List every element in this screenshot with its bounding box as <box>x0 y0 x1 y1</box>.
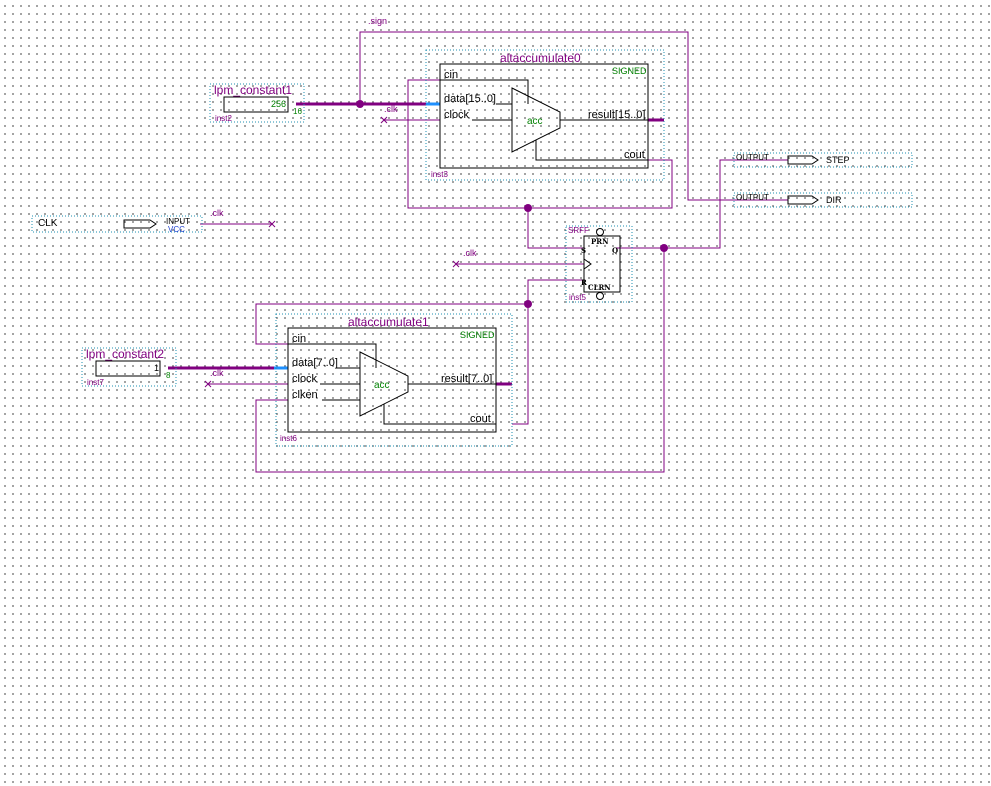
net-label-clk-input: .clk <box>210 208 224 218</box>
lpm-constant2-symbol[interactable]: lpm_constant2 1 8 inst7 <box>81 347 177 387</box>
altaccumulate1-symbol[interactable]: altaccumulate1 SIGNED cin data[7..0] clo… <box>275 313 513 447</box>
altaccumulate0-frame <box>425 49 665 181</box>
net-label-sign: .sign <box>368 16 387 26</box>
lpm-constant2-title: lpm_constant2 <box>86 347 164 361</box>
altaccumulate0-symbol[interactable]: altaccumulate0 SIGNED cin data[15..0] cl… <box>425 49 665 181</box>
srff-clrn-label: CLRN <box>588 283 611 292</box>
wire-to-srff-s <box>527 208 584 249</box>
lpm-constant2-value: 1 <box>154 363 159 373</box>
acc1-port-clken: clken <box>292 389 318 401</box>
altaccumulate0-signed: SIGNED <box>612 66 647 76</box>
altaccumulate1-frame <box>275 313 513 447</box>
acc1-port-clock: clock <box>292 373 318 385</box>
acc1-port-result: result[7..0] <box>441 373 492 385</box>
acc1-core-label: acc <box>374 380 390 391</box>
srff-clock-triangle <box>583 258 592 270</box>
junction-srff-q <box>660 244 668 252</box>
altaccumulate1-signed: SIGNED <box>460 330 495 340</box>
acc1-port-data: data[7..0] <box>292 357 338 369</box>
lpm-constant2-width: 8 <box>166 371 171 380</box>
acc1-internal-cout <box>383 404 496 425</box>
lpm-constant1-inst: inst2 <box>215 114 232 123</box>
altaccumulate1-inst: inst6 <box>280 434 297 443</box>
net-label-clk-acc1: .clk <box>210 368 224 378</box>
x-marker-srff-clock <box>452 260 460 268</box>
lpm-constant1-value: 256 <box>271 99 286 109</box>
srff-s-label: S <box>581 246 586 255</box>
srff-symbol[interactable]: SRFF PRN S Q R CLRN inst5 <box>565 225 633 303</box>
acc0-port-data: data[15..0] <box>444 93 496 105</box>
acc0-core-trapezoid <box>511 87 561 153</box>
wire-acc0-cin-loop <box>407 79 673 209</box>
output-step-type: OUTPUT <box>736 153 769 162</box>
acc0-port-cout: cout <box>624 149 645 161</box>
altaccumulate0-title: altaccumulate0 <box>500 51 581 65</box>
x-marker-clk-in <box>268 220 276 228</box>
clk-input-type: INPUT <box>166 217 190 226</box>
srff-clrn-bubble <box>596 292 604 300</box>
output-step-name: STEP <box>826 155 850 165</box>
acc1-core-trapezoid <box>359 351 409 417</box>
acc0-internal-cout <box>535 140 648 161</box>
junctions <box>356 100 668 308</box>
acc0-port-cin: cin <box>444 69 458 81</box>
junction-acc1-loop <box>524 300 532 308</box>
srff-r-label: R <box>581 278 587 287</box>
srff-prn-label: PRN <box>591 237 609 246</box>
acc0-port-result: result[15..0] <box>588 109 645 121</box>
wire-sign <box>359 31 788 201</box>
wire-acc1-cin-loop <box>255 303 528 345</box>
output-pin-dir[interactable]: OUTPUT DIR <box>733 192 913 208</box>
wire-srff-r <box>512 279 584 425</box>
lpm-constant1-width: 16 <box>293 107 302 116</box>
altaccumulate0-inst: inst3 <box>431 170 448 179</box>
altaccumulate1-body <box>287 327 497 433</box>
junction-acc0-loop <box>524 204 532 212</box>
acc1-port-cin: cin <box>292 333 306 345</box>
net-labels: .sign .clk .clk .clk .clk <box>210 16 477 378</box>
x-marker-acc1-clock <box>204 380 212 388</box>
net-label-clk-srff: .clk <box>463 248 477 258</box>
lpm-constant2-inst: inst7 <box>87 378 104 387</box>
output-dir-type: OUTPUT <box>736 193 769 202</box>
net-label-clk-acc0: .clk <box>384 104 398 114</box>
clk-input-frame <box>31 215 203 233</box>
lpm-constant1-title: lpm_constant1 <box>214 83 292 97</box>
lpm-constant1-body <box>223 96 289 113</box>
acc0-port-clock: clock <box>444 109 470 121</box>
altaccumulate0-body <box>439 63 649 169</box>
srff-q-label: Q <box>612 246 618 255</box>
srff-inst: inst5 <box>569 293 586 302</box>
acc0-core-label: acc <box>527 116 543 127</box>
altaccumulate1-title: altaccumulate1 <box>348 315 429 329</box>
junction-sign <box>356 100 364 108</box>
wire-q-loop <box>255 248 665 473</box>
acc1-port-cout: cout <box>470 413 491 425</box>
output-dir-symbol <box>787 195 819 205</box>
x-marker-acc0-clock <box>380 116 388 124</box>
srff-body <box>583 235 621 293</box>
output-pin-step[interactable]: OUTPUT STEP <box>733 152 913 168</box>
clk-input-pin[interactable]: CLK INPUT VCC <box>31 215 203 234</box>
output-step-symbol <box>787 155 819 165</box>
clk-input-symbol <box>123 219 157 229</box>
srff-prn-bubble <box>596 228 604 236</box>
lpm-constant2-body <box>95 360 161 377</box>
srff-title: SRFF <box>568 226 589 235</box>
clk-input-default: VCC <box>168 225 185 234</box>
clk-input-name: CLK <box>38 218 58 229</box>
output-dir-name: DIR <box>826 195 842 205</box>
srff-frame <box>565 225 633 303</box>
wire-q-step <box>616 159 788 249</box>
lpm-constant1-symbol[interactable]: lpm_constant1 256 16 inst2 <box>209 83 305 123</box>
unconnected-markers <box>204 116 460 388</box>
